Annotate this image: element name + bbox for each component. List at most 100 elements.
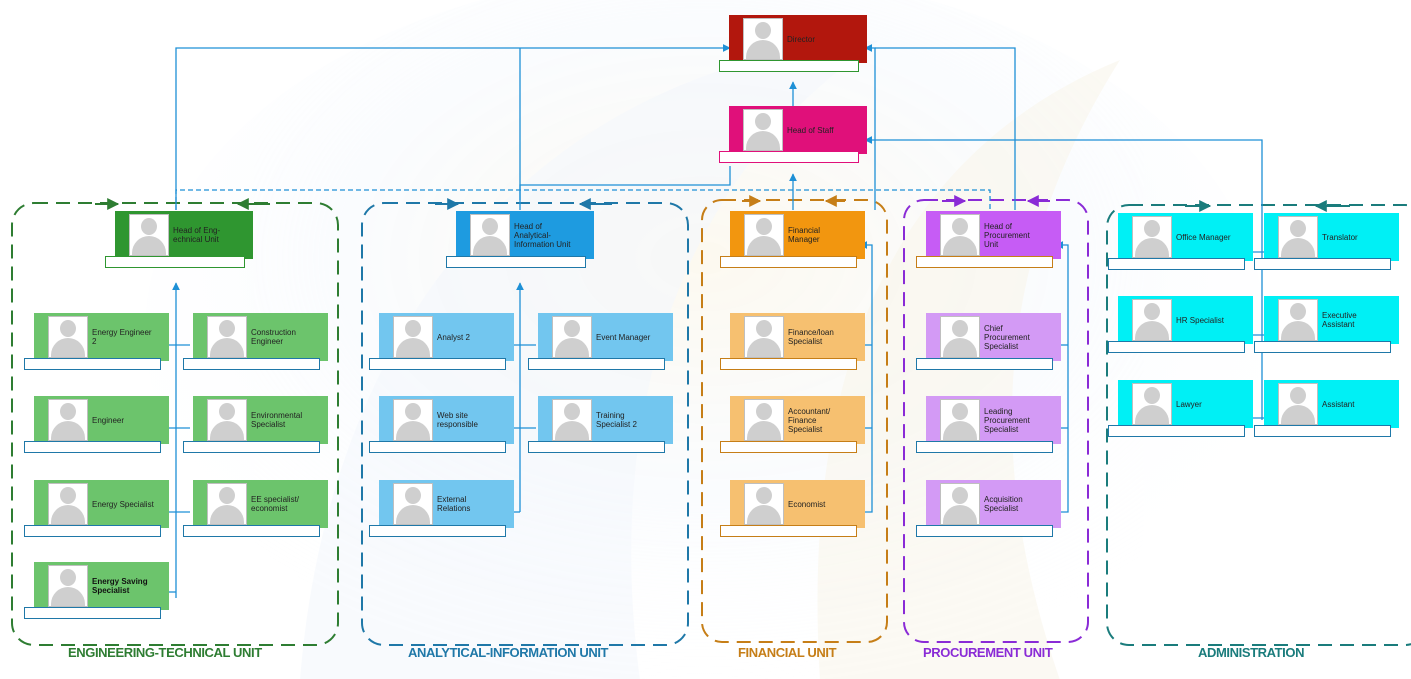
card-assistant-title: Assistant [1322, 399, 1355, 409]
card-external-relations-background: External Relations [379, 480, 514, 528]
card-energy-engineer-2[interactable]: Energy Engineer 2 [24, 313, 169, 376]
person-placeholder-icon [744, 483, 784, 525]
person-placeholder-icon [393, 399, 433, 441]
card-financial-manager[interactable]: Financial Manager [720, 211, 865, 274]
card-economist-name-strip [720, 525, 857, 537]
card-head-of-analytical-background: Head of Analytical- Information Unit [456, 211, 594, 259]
card-head-of-procurement-name-strip [916, 256, 1053, 268]
card-environmental-specialist-name-strip [183, 441, 320, 453]
person-placeholder-icon [129, 214, 169, 256]
card-construction-engineer-background: Construction Engineer [193, 313, 328, 361]
card-head-of-procurement-background: Head of Procurement Unit [926, 211, 1061, 259]
card-assistant-background: Assistant [1264, 380, 1399, 428]
analytical-unit-boundary [361, 202, 689, 646]
card-head-of-engineering-name-strip [105, 256, 245, 268]
unit-boundaries [11, 199, 1411, 646]
card-translator[interactable]: Translator [1254, 213, 1399, 276]
card-analyst-2-background: Analyst 2 [379, 313, 514, 361]
administration-unit-label: ADMINISTRATION [1198, 645, 1305, 660]
card-finance-loan-specialist[interactable]: Finance/loan Specialist [720, 313, 865, 376]
card-acquisition-specialist-title: Acquisition Specialist [984, 495, 1023, 513]
card-hr-specialist[interactable]: HR Specialist [1108, 296, 1253, 359]
card-energy-saving-specialist-background: Energy Saving Specialist [34, 562, 169, 610]
card-construction-engineer[interactable]: Construction Engineer [183, 313, 328, 376]
card-lawyer-title: Lawyer [1176, 399, 1202, 409]
person-placeholder-icon [743, 18, 783, 60]
card-training-specialist-2[interactable]: Training Specialist 2 [528, 396, 673, 459]
card-acquisition-specialist[interactable]: Acquisition Specialist [916, 480, 1061, 543]
card-energy-engineer-2-name-strip [24, 358, 161, 370]
person-placeholder-icon [1278, 383, 1318, 425]
card-head-of-staff-name-strip [719, 151, 859, 163]
person-placeholder-icon [744, 214, 784, 256]
person-placeholder-icon [1278, 216, 1318, 258]
card-external-relations-name-strip [369, 525, 506, 537]
card-economist[interactable]: Economist [720, 480, 865, 543]
card-finance-loan-specialist-background: Finance/loan Specialist [730, 313, 865, 361]
person-placeholder-icon [48, 316, 88, 358]
card-financial-manager-name-strip [720, 256, 857, 268]
card-executive-assistant[interactable]: Executive Assistant [1254, 296, 1399, 359]
card-financial-manager-title: Financial Manager [788, 226, 821, 244]
card-engineer-background: Engineer [34, 396, 169, 444]
card-accountant[interactable]: Accountant/ Finance Specialist [720, 396, 865, 459]
card-director-title: Director [787, 34, 816, 44]
card-chief-procurement-title: Chief Procurement Specialist [984, 323, 1030, 351]
card-chief-procurement-background: Chief Procurement Specialist [926, 313, 1061, 361]
card-energy-saving-specialist-title: Energy Saving Specialist [92, 577, 148, 595]
person-placeholder-icon [552, 399, 592, 441]
card-translator-name-strip [1254, 258, 1391, 270]
card-environmental-specialist[interactable]: Environmental Specialist [183, 396, 328, 459]
card-training-specialist-2-title: Training Specialist 2 [596, 411, 637, 429]
card-construction-engineer-title: Construction Engineer [251, 328, 296, 346]
card-analyst-2[interactable]: Analyst 2 [369, 313, 514, 376]
card-assistant[interactable]: Assistant [1254, 380, 1399, 443]
card-director[interactable]: Director [719, 15, 867, 78]
card-chief-procurement[interactable]: Chief Procurement Specialist [916, 313, 1061, 376]
card-head-of-analytical[interactable]: Head of Analytical- Information Unit [446, 211, 594, 274]
card-economist-title: Economist [788, 499, 826, 509]
card-hr-specialist-name-strip [1108, 341, 1245, 353]
card-head-of-analytical-name-strip [446, 256, 586, 268]
card-external-relations[interactable]: External Relations [369, 480, 514, 543]
card-hr-specialist-background: HR Specialist [1118, 296, 1253, 344]
card-financial-manager-background: Financial Manager [730, 211, 865, 259]
card-lawyer[interactable]: Lawyer [1108, 380, 1253, 443]
card-finance-loan-specialist-name-strip [720, 358, 857, 370]
card-head-of-staff-background: Head of Staff [729, 106, 867, 154]
card-energy-engineer-2-background: Energy Engineer 2 [34, 313, 169, 361]
card-energy-saving-specialist[interactable]: Energy Saving Specialist [24, 562, 169, 625]
card-assistant-name-strip [1254, 425, 1391, 437]
card-engineer[interactable]: Engineer [24, 396, 169, 459]
card-lawyer-background: Lawyer [1118, 380, 1253, 428]
card-director-name-strip [719, 60, 859, 72]
card-office-manager-title: Office Manager [1176, 232, 1231, 242]
card-head-of-staff[interactable]: Head of Staff [719, 106, 867, 169]
person-placeholder-icon [940, 214, 980, 256]
card-training-specialist-2-name-strip [528, 441, 665, 453]
card-head-of-engineering-background: Head of Eng- echnical Unit [115, 211, 253, 259]
card-event-manager[interactable]: Event Manager [528, 313, 673, 376]
financial-unit-label: FINANCIAL UNIT [738, 645, 837, 660]
analytical-unit-label: ANALYTICAL-INFORMATION UNIT [408, 645, 609, 660]
person-placeholder-icon [393, 483, 433, 525]
card-head-of-procurement[interactable]: Head of Procurement Unit [916, 211, 1061, 274]
card-energy-specialist[interactable]: Energy Specialist [24, 480, 169, 543]
procurement-unit-boundary [903, 199, 1089, 643]
card-head-of-procurement-title: Head of Procurement Unit [984, 221, 1030, 249]
card-web-site-responsible-name-strip [369, 441, 506, 453]
person-placeholder-icon [940, 483, 980, 525]
person-placeholder-icon [48, 565, 88, 607]
card-chief-procurement-name-strip [916, 358, 1053, 370]
card-head-of-engineering[interactable]: Head of Eng- echnical Unit [105, 211, 253, 274]
person-placeholder-icon [393, 316, 433, 358]
engineering-unit-boundary [11, 202, 339, 646]
card-leading-procurement[interactable]: Leading Procurement Specialist [916, 396, 1061, 459]
card-web-site-responsible[interactable]: Web site responsible [369, 396, 514, 459]
card-leading-procurement-name-strip [916, 441, 1053, 453]
card-leading-procurement-title: Leading Procurement Specialist [984, 406, 1030, 434]
card-ee-specialist[interactable]: EE specialist/ economist [183, 480, 328, 543]
card-office-manager[interactable]: Office Manager [1108, 213, 1253, 276]
card-accountant-title: Accountant/ Finance Specialist [788, 406, 831, 434]
card-training-specialist-2-background: Training Specialist 2 [538, 396, 673, 444]
